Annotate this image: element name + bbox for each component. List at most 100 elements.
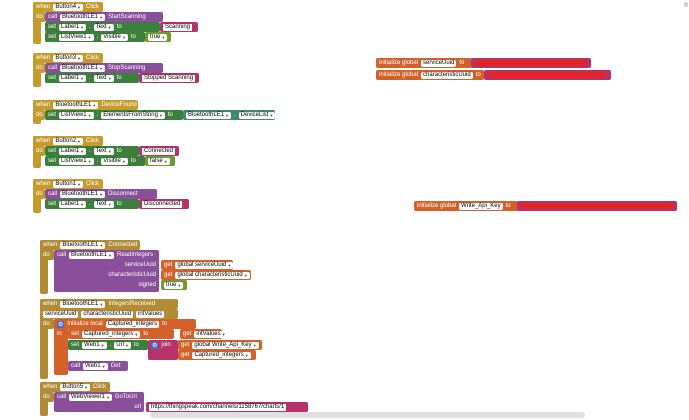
- component-dropdown[interactable]: ListView1▼: [59, 157, 94, 165]
- property-dropdown[interactable]: DeviceList▼: [238, 111, 276, 119]
- component-dropdown[interactable]: Button3▼: [53, 54, 83, 62]
- component-dropdown[interactable]: WebViewer1▼: [69, 393, 112, 401]
- when-keyword: when: [36, 102, 51, 108]
- get-keyword: get: [181, 342, 190, 348]
- property-dropdown[interactable]: Visible▼: [101, 33, 128, 41]
- to-keyword: to: [130, 34, 136, 40]
- event-param[interactable]: serviceUuid: [43, 310, 79, 318]
- component-dropdown[interactable]: Label1▼: [59, 200, 87, 208]
- to-keyword: to: [505, 203, 511, 209]
- component-dropdown[interactable]: Label1▼: [59, 147, 87, 155]
- url-text-value[interactable]: https://thingspeak.com/channels/1158767/…: [149, 403, 287, 411]
- gear-icon[interactable]: ⚙: [151, 341, 159, 349]
- component-dropdown[interactable]: Web1▼: [83, 362, 108, 370]
- event-name: Click: [86, 181, 99, 187]
- to-keyword: to: [143, 331, 149, 337]
- boolean-dropdown[interactable]: false▼: [148, 157, 170, 165]
- global-name-field[interactable]: characteristicUuid: [421, 71, 473, 79]
- when-keyword: when: [43, 384, 58, 390]
- when-keyword: when: [36, 181, 51, 187]
- event-param[interactable]: characteristicUuid: [81, 310, 134, 318]
- global-name-field[interactable]: serviceUuid: [421, 59, 457, 67]
- property-dropdown[interactable]: Text▼: [93, 23, 114, 31]
- variable-dropdown[interactable]: global Write_Api_Key▼: [192, 341, 259, 349]
- component-dropdown[interactable]: BluetoothLE1▼: [60, 300, 106, 308]
- component-dropdown[interactable]: Label1▼: [59, 74, 87, 82]
- true-block[interactable]: true▼: [161, 280, 187, 290]
- vertical-scrollbar[interactable]: [684, 2, 688, 7]
- property-dropdown[interactable]: Text▼: [93, 147, 114, 155]
- property-dropdown[interactable]: Text▼: [93, 200, 114, 208]
- text-value[interactable]: Scanning: [163, 23, 193, 31]
- global-characteristicuuid-block[interactable]: initialize global characteristicUuid to: [376, 70, 484, 80]
- component-dropdown[interactable]: BluetoothLE1▼: [53, 101, 99, 109]
- set-keyword: set: [71, 342, 80, 348]
- variable-dropdown[interactable]: Captured_integers▼: [192, 351, 251, 359]
- join-block[interactable]: ⚙join: [148, 340, 178, 360]
- component-dropdown[interactable]: BluetoothLE1▼: [60, 13, 106, 21]
- component-dropdown[interactable]: Button2▼: [53, 137, 83, 145]
- component-dropdown[interactable]: ListView1▼: [59, 111, 94, 119]
- param-label: serviceUuid: [124, 262, 156, 268]
- component-dropdown[interactable]: Label1▼: [59, 23, 87, 31]
- component-dropdown[interactable]: Button1▼: [53, 180, 83, 188]
- boolean-dropdown[interactable]: true▼: [164, 281, 184, 289]
- variable-dropdown[interactable]: Captured_integers▼: [82, 330, 141, 338]
- dropdown-arrow-icon: ▼: [121, 34, 126, 40]
- initialize-local-block[interactable]: [54, 319, 68, 375]
- global-write-api-key-block[interactable]: initialize global Write_Api_Key to: [414, 201, 518, 211]
- text-value[interactable]: Disconnected: [142, 200, 183, 208]
- set-keyword: set: [71, 331, 80, 337]
- component-dropdown[interactable]: BluetoothLE1▼: [60, 241, 106, 249]
- component-dropdown[interactable]: Button4▼: [53, 3, 83, 11]
- global-serviceuuid-block[interactable]: initialize global serviceUuid to: [376, 58, 472, 68]
- param-label: url: [134, 404, 141, 410]
- dropdown-arrow-icon: ▼: [124, 342, 129, 348]
- dropdown-arrow-icon: ▼: [77, 138, 81, 144]
- boolean-dropdown[interactable]: true▼: [148, 33, 168, 41]
- component-dropdown[interactable]: BluetoothLE1▼: [69, 251, 115, 259]
- set-keyword: set: [48, 34, 57, 40]
- dropdown-arrow-icon: ▼: [80, 201, 85, 207]
- horizontal-scrollbar[interactable]: [150, 412, 585, 418]
- variable-dropdown[interactable]: global serviceUuid▼: [175, 261, 234, 269]
- property-dropdown[interactable]: Text▼: [93, 74, 114, 82]
- gear-icon[interactable]: ⚙: [57, 320, 65, 328]
- variable-dropdown[interactable]: global characteristicUuid▼: [175, 271, 250, 279]
- component-dropdown[interactable]: Button5▼: [60, 383, 90, 391]
- property-dropdown[interactable]: Url▼: [114, 341, 131, 349]
- variable-dropdown[interactable]: intValues▼: [194, 330, 228, 338]
- text-value[interactable]: Connected: [142, 147, 176, 155]
- dropdown-arrow-icon: ▼: [87, 112, 92, 118]
- local-name-field[interactable]: Captured_integers: [105, 320, 160, 328]
- component-dropdown[interactable]: Web1▼: [82, 341, 107, 349]
- dropdown-arrow-icon: ▼: [163, 158, 168, 164]
- property-dropdown[interactable]: Visible▼: [101, 157, 128, 165]
- text-value[interactable]: Stopped Scanning: [142, 74, 196, 82]
- event-param[interactable]: intValues: [136, 310, 165, 318]
- event-name: DeviceFound: [101, 102, 137, 108]
- component-dropdown[interactable]: BluetoothLE1▼: [186, 111, 231, 119]
- property-dropdown[interactable]: ElementsFromString▼: [101, 111, 165, 119]
- global-name-field[interactable]: Write_Api_Key: [459, 202, 503, 210]
- to-keyword: to: [130, 158, 136, 164]
- component-dropdown[interactable]: BluetoothLE1▼: [60, 190, 106, 198]
- component-dropdown[interactable]: ListView1▼: [59, 33, 94, 41]
- dropdown-arrow-icon: ▼: [107, 75, 112, 81]
- component-dropdown[interactable]: BluetoothLE1▼: [60, 64, 106, 72]
